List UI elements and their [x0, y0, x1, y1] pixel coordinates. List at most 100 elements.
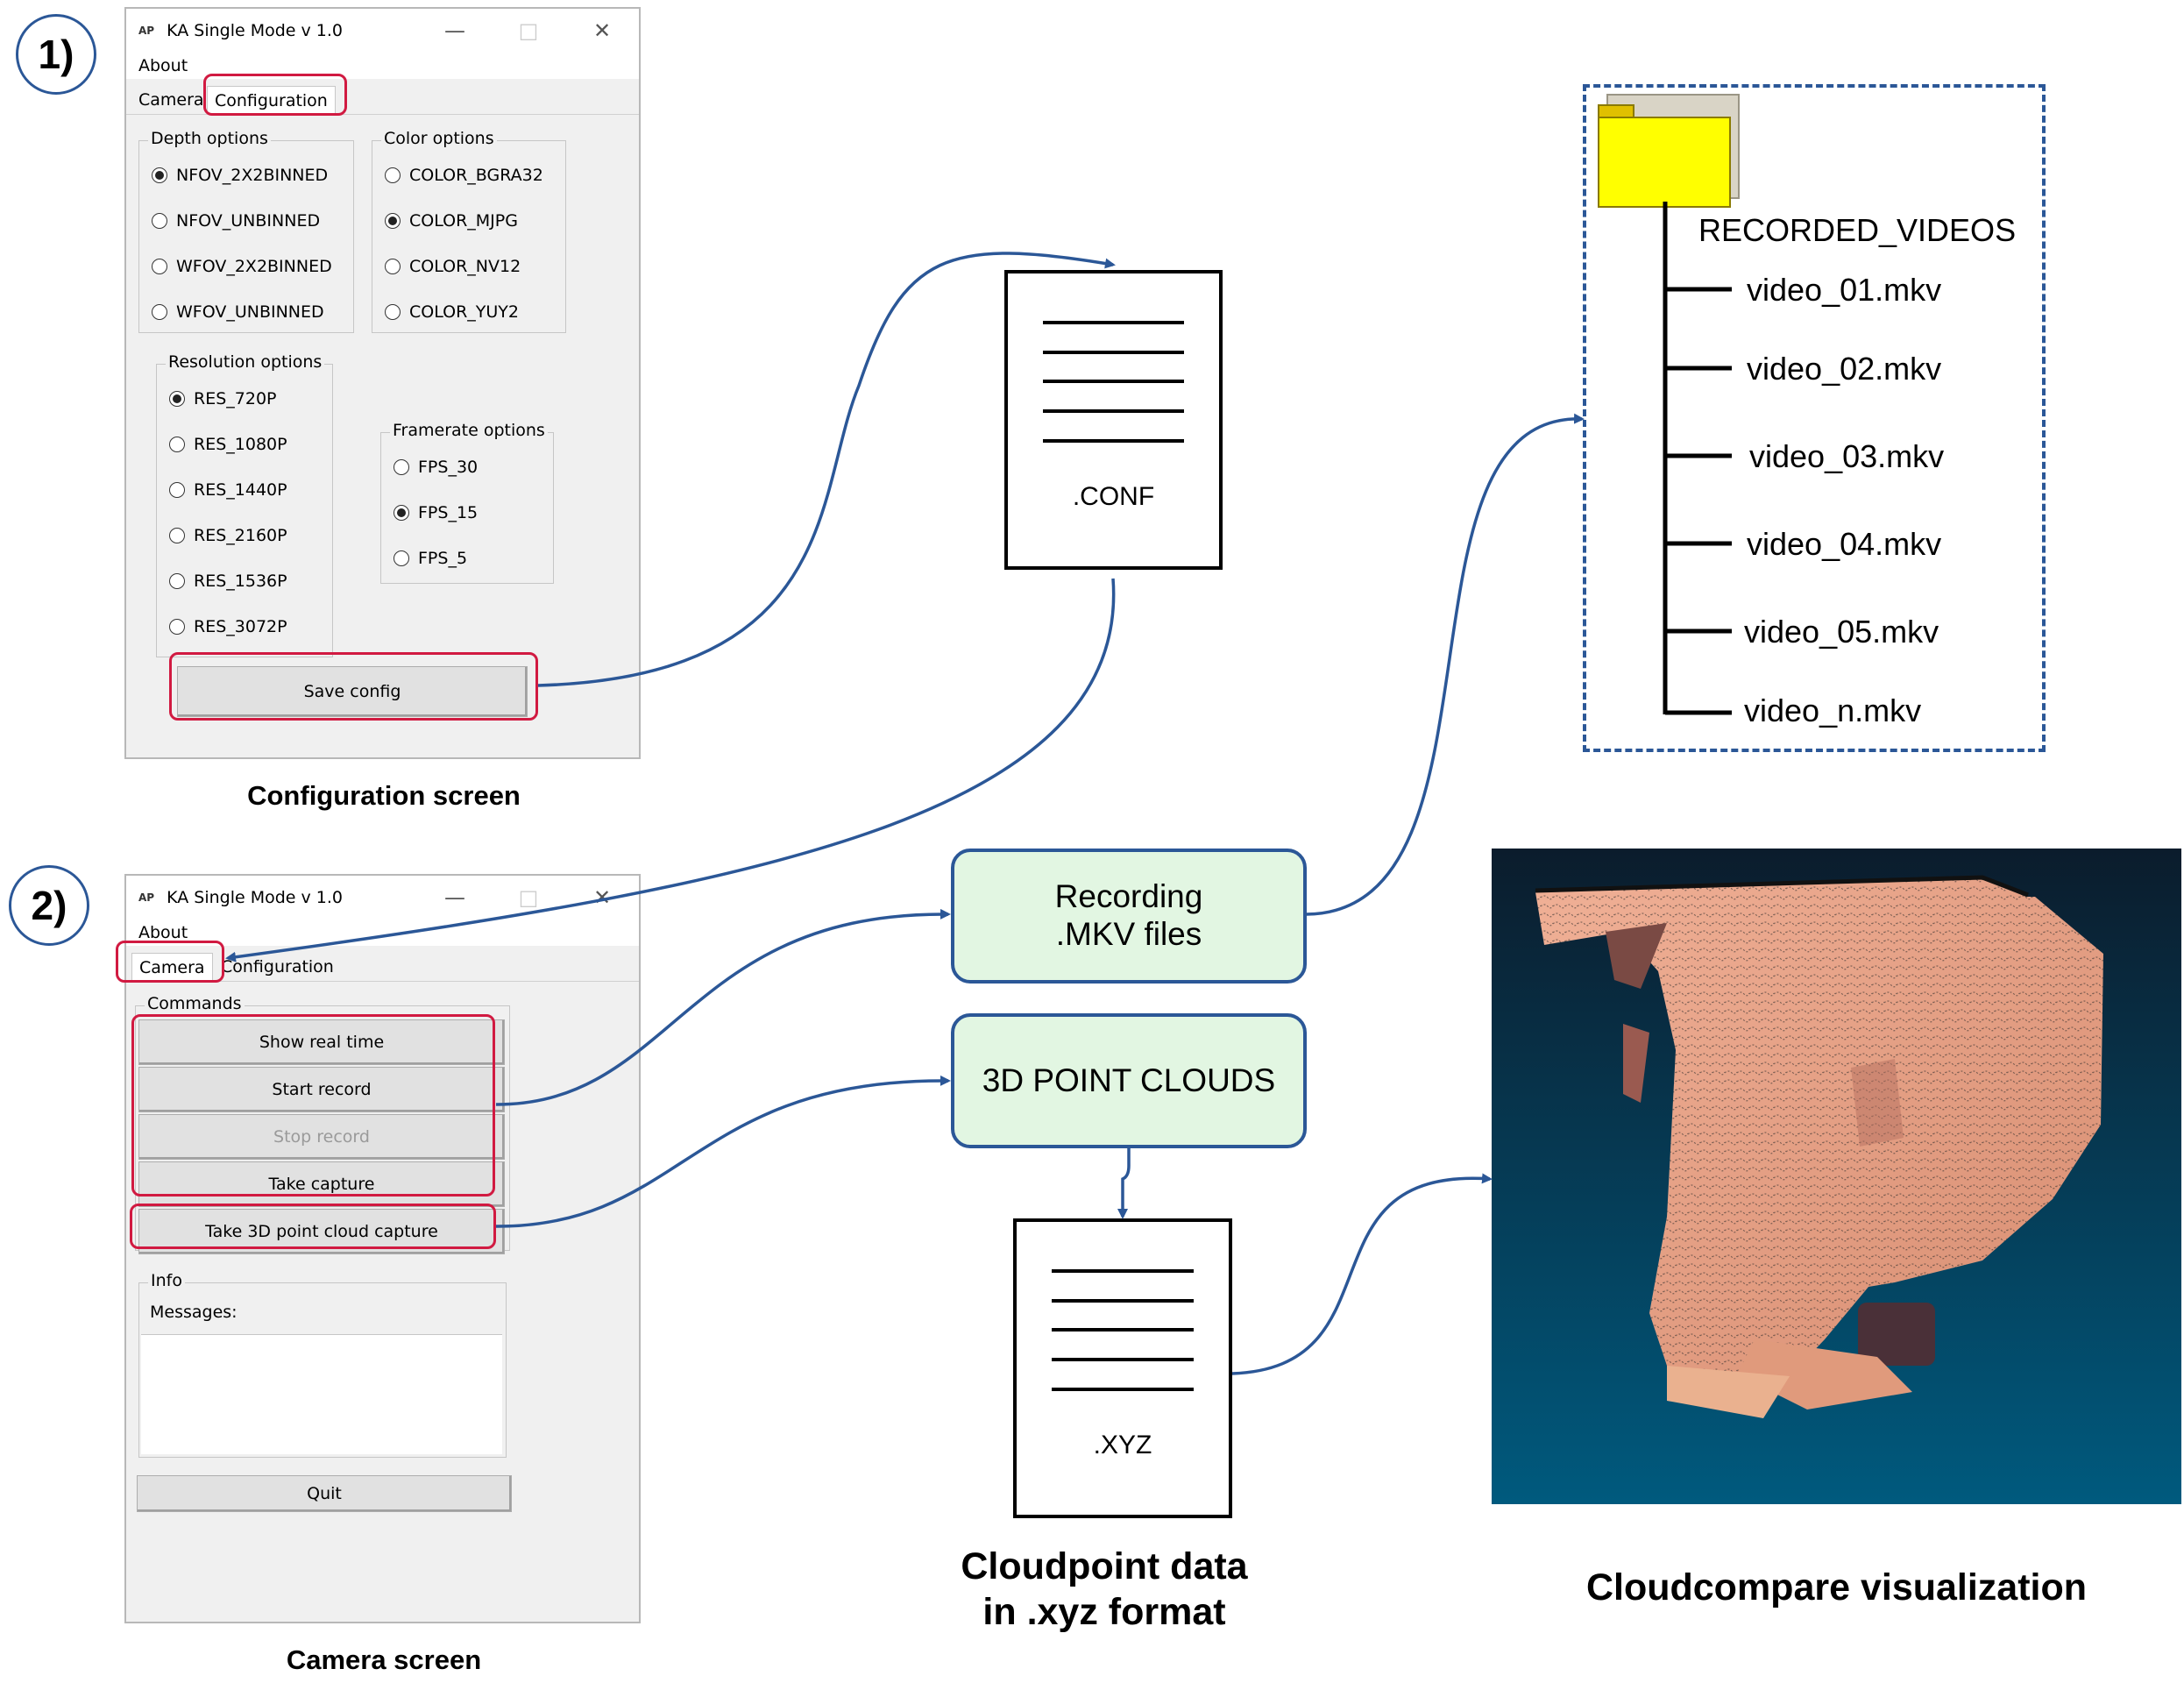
arrow-recording-to-folder [1306, 413, 1585, 916]
title-bar: AP KA Single Mode v 1.0 — □ ✕ [126, 876, 639, 920]
radio-icon [152, 213, 167, 229]
radio-selected-icon [152, 167, 167, 183]
radio-selected-icon [394, 505, 409, 521]
cloudcompare-caption: Cloudcompare visualization [1585, 1566, 2088, 1608]
cloudpoint-caption-line-1: Cloudpoint data [961, 1545, 1248, 1587]
step-2-badge: 2) [9, 865, 89, 946]
radio-label: NFOV_2X2BINNED [176, 166, 329, 185]
minimize-icon[interactable]: — [444, 18, 465, 43]
arrow-xyz-to-visualization [1231, 1173, 1493, 1375]
radio-wfov-unbinned[interactable]: WFOV_UNBINNED [152, 302, 324, 322]
text-line [1052, 1269, 1194, 1273]
color-options-group: Color options COLOR_BGRA32 COLOR_MJPG CO… [372, 129, 566, 333]
resolution-options-group: Resolution options RES_720P RES_1080P RE… [156, 352, 333, 657]
radio-icon [385, 259, 401, 274]
radio-res-720p[interactable]: RES_720P [169, 389, 277, 408]
radio-fps-5[interactable]: FPS_5 [394, 549, 467, 568]
recording-mkv-box: Recording .MKV files [951, 849, 1307, 984]
radio-icon [394, 459, 409, 475]
radio-nfov-unbinned[interactable]: NFOV_UNBINNED [152, 211, 320, 231]
radio-label: COLOR_BGRA32 [409, 166, 543, 185]
window-title: KA Single Mode v 1.0 [167, 888, 344, 907]
radio-res-1536p[interactable]: RES_1536P [169, 572, 287, 591]
radio-label: FPS_15 [418, 503, 479, 522]
radio-icon [385, 304, 401, 320]
text-line [1052, 1299, 1194, 1303]
folder-name-label: RECORDED_VIDEOS [1698, 212, 2017, 248]
commands-label: Commands [145, 994, 245, 1013]
configuration-window: AP KA Single Mode v 1.0 — □ ✕ About Came… [124, 7, 641, 759]
radio-icon [169, 528, 185, 543]
text-line [1052, 1358, 1194, 1361]
radio-icon [152, 304, 167, 320]
cloudpoint-caption-line-2: in .xyz format [982, 1590, 1226, 1633]
arrow-point-clouds-to-xyz [1117, 1148, 1131, 1219]
messages-label: Messages: [150, 1303, 238, 1322]
tab-camera[interactable]: Camera [138, 90, 204, 110]
radio-fps-30[interactable]: FPS_30 [394, 458, 478, 477]
text-line [1043, 380, 1184, 383]
radio-icon [169, 482, 185, 498]
configuration-screen-caption: Configuration screen [247, 780, 521, 811]
color-options-label: Color options [381, 129, 497, 148]
radio-label: COLOR_NV12 [409, 257, 521, 276]
folder-icon [1598, 94, 1740, 208]
radio-color-mjpg[interactable]: COLOR_MJPG [385, 211, 518, 231]
conf-extension-label: .CONF [1072, 482, 1155, 511]
text-line [1043, 409, 1184, 413]
point-cloud-visualization [1492, 849, 2181, 1504]
point-clouds-label: 3D POINT CLOUDS [982, 1062, 1276, 1098]
file-video-05: video_05.mkv [1744, 614, 1939, 650]
camera-screen-caption: Camera screen [286, 1644, 482, 1675]
tab-configuration[interactable]: Configuration [207, 86, 336, 114]
radio-icon [169, 619, 185, 635]
radio-color-bgra32[interactable]: COLOR_BGRA32 [385, 166, 543, 185]
radio-res-1440p[interactable]: RES_1440P [169, 480, 287, 500]
title-bar: AP KA Single Mode v 1.0 — □ ✕ [126, 9, 639, 53]
maximize-icon[interactable]: □ [518, 18, 539, 43]
conf-file-icon: .CONF [1004, 270, 1223, 570]
highlight-save-config [169, 652, 538, 721]
radio-label: COLOR_YUY2 [409, 302, 519, 322]
text-line [1043, 321, 1184, 324]
app-icon: AP [138, 891, 155, 904]
quit-button[interactable]: Quit [137, 1475, 512, 1512]
stop-record-button[interactable]: Stop record [138, 1114, 505, 1160]
point-cloud-render [1492, 849, 2181, 1504]
menu-about[interactable]: About [138, 56, 188, 75]
close-icon[interactable]: ✕ [592, 885, 612, 910]
radio-res-2160p[interactable]: RES_2160P [169, 526, 287, 545]
text-line [1043, 351, 1184, 354]
radio-res-3072p[interactable]: RES_3072P [169, 617, 287, 636]
xyz-file-icon: .XYZ [1013, 1218, 1232, 1518]
radio-nfov-2x2binned[interactable]: NFOV_2X2BINNED [152, 166, 328, 185]
framerate-options-group: Framerate options FPS_30 FPS_15 FPS_5 [380, 421, 554, 584]
start-record-button[interactable]: Start record [138, 1067, 505, 1112]
depth-options-label: Depth options [148, 129, 271, 148]
radio-fps-15[interactable]: FPS_15 [394, 503, 478, 522]
minimize-icon[interactable]: — [444, 885, 465, 910]
radio-color-nv12[interactable]: COLOR_NV12 [385, 257, 521, 276]
point-clouds-box: 3D POINT CLOUDS [951, 1013, 1307, 1148]
file-video-02: video_02.mkv [1747, 351, 1942, 387]
radio-color-yuy2[interactable]: COLOR_YUY2 [385, 302, 519, 322]
file-video-04: video_04.mkv [1747, 526, 1942, 562]
radio-label: RES_1080P [194, 435, 287, 454]
text-line [1043, 439, 1184, 443]
highlight-commands [131, 1014, 495, 1197]
take-capture-button[interactable]: Take capture [138, 1161, 505, 1207]
messages-area [141, 1334, 502, 1454]
file-video-01: video_01.mkv [1747, 272, 1942, 308]
menu-about[interactable]: About [138, 923, 188, 942]
show-real-time-button[interactable]: Show real time [138, 1019, 505, 1065]
radio-icon [169, 573, 185, 589]
text-line [1052, 1328, 1194, 1331]
radio-res-1080p[interactable]: RES_1080P [169, 435, 287, 454]
tab-camera[interactable]: Camera [131, 953, 213, 981]
radio-label: RES_720P [194, 389, 277, 408]
close-icon[interactable]: ✕ [592, 18, 612, 43]
radio-wfov-2x2binned[interactable]: WFOV_2X2BINNED [152, 257, 332, 276]
radio-label: COLOR_MJPG [409, 211, 518, 231]
maximize-icon[interactable]: □ [518, 885, 539, 910]
tab-configuration[interactable]: Configuration [221, 957, 334, 976]
